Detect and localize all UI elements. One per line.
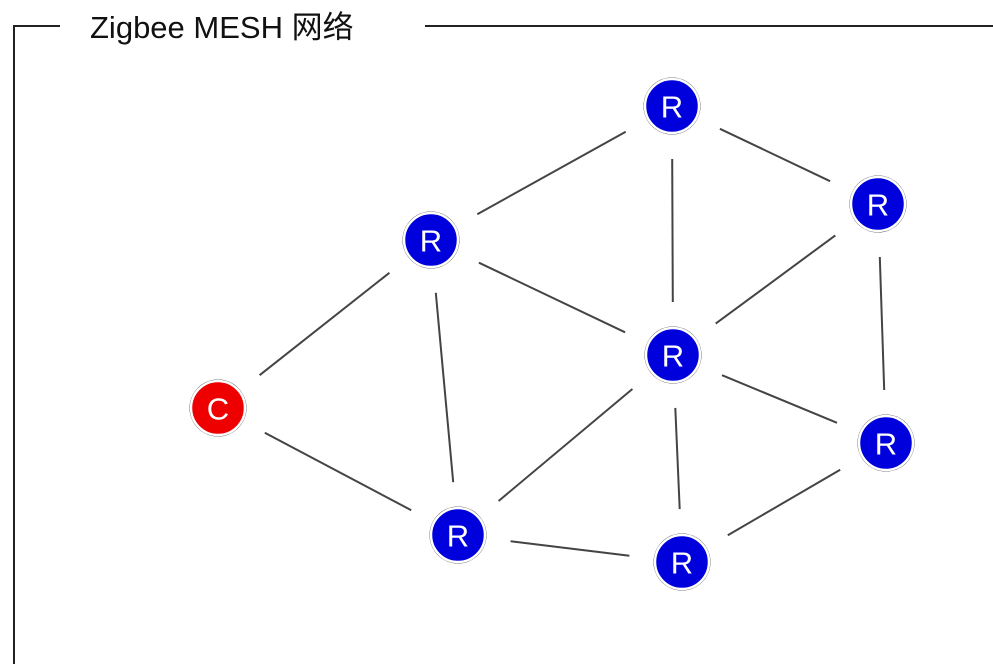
router-node-r7: R	[857, 414, 915, 472]
link-r4-r7	[721, 374, 838, 424]
diagram-title: Zigbee MESH 网络	[78, 8, 366, 48]
link-r2-r1	[476, 130, 627, 216]
link-r1-r3	[719, 127, 831, 183]
coordinator-node-c: C	[189, 379, 247, 437]
nodes-layer: C R R R R R R R	[189, 77, 915, 591]
link-r6-r7	[727, 468, 841, 537]
link-r2-r4	[478, 261, 626, 334]
router-node-r5: R	[429, 506, 487, 564]
router-node-r4: R	[644, 326, 702, 384]
node-circle	[643, 77, 701, 135]
link-r2-r5	[434, 292, 455, 483]
node-circle	[189, 379, 247, 437]
links-layer	[258, 127, 886, 557]
link-r5-r6	[510, 540, 630, 557]
link-c-r5	[264, 431, 412, 512]
node-label: C	[207, 392, 229, 427]
link-r3-r4	[715, 234, 836, 325]
link-r1-r4	[671, 158, 674, 303]
link-c-r2	[258, 272, 391, 376]
link-r4-r6	[674, 407, 681, 510]
node-circle	[644, 326, 702, 384]
router-node-r2: R	[402, 211, 460, 269]
router-node-r1: R	[643, 77, 701, 135]
node-circle	[857, 414, 915, 472]
link-r3-r7	[878, 256, 886, 391]
node-circle	[402, 211, 460, 269]
router-node-r6: R	[653, 533, 711, 591]
node-label: R	[867, 188, 889, 223]
node-label: R	[661, 90, 683, 125]
router-node-r3: R	[849, 175, 907, 233]
node-circle	[849, 175, 907, 233]
node-label: R	[875, 427, 897, 462]
node-circle	[653, 533, 711, 591]
link-r4-r5	[497, 388, 634, 502]
node-label: R	[420, 224, 442, 259]
node-label: R	[447, 519, 469, 554]
node-label: R	[671, 546, 693, 581]
node-label: R	[662, 339, 684, 374]
node-circle	[429, 506, 487, 564]
